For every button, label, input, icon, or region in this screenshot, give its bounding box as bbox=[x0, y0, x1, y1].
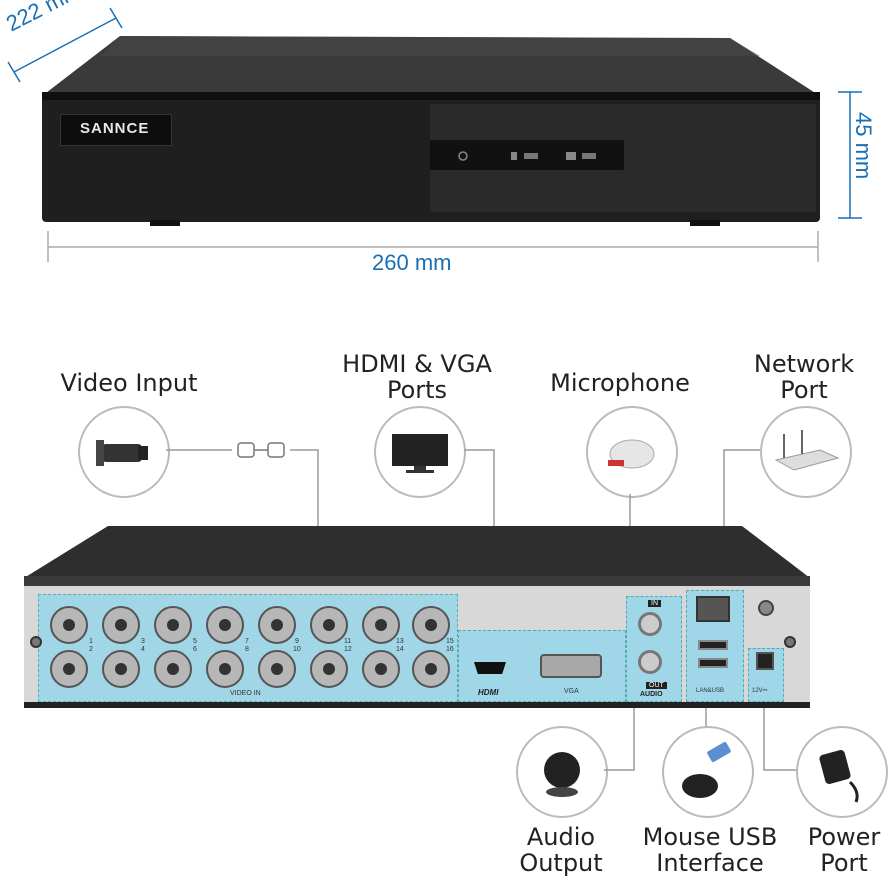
speaker-icon bbox=[516, 726, 608, 818]
audio-text: AUDIO bbox=[640, 691, 663, 698]
bnc-port-4 bbox=[102, 650, 140, 688]
mouse-usb-line1: Mouse USB bbox=[642, 823, 778, 851]
video-in-text: VIDEO IN bbox=[230, 690, 261, 697]
width-label: 260 mm bbox=[372, 250, 452, 275]
bnc-port-6 bbox=[154, 650, 192, 688]
audio-out-jack bbox=[638, 650, 662, 674]
ch-label: 12 bbox=[344, 646, 352, 653]
vga-port bbox=[540, 654, 602, 678]
bnc-port-13 bbox=[362, 606, 400, 644]
mouse-usb-label: Mouse USB Interface bbox=[636, 824, 784, 876]
hdmi-vga-label: HDMI & VGA Ports bbox=[336, 351, 498, 403]
microphone-icon bbox=[586, 406, 678, 498]
network-line1: Network bbox=[753, 350, 855, 378]
ch-label: 11 bbox=[344, 638, 352, 645]
lan-port bbox=[696, 596, 730, 622]
dvr-front-view: SANNCE 222 mm 45 mm 260 mm bbox=[0, 0, 891, 290]
ch-label: 6 bbox=[193, 646, 197, 653]
microphone-label: Microphone bbox=[550, 369, 690, 397]
ch-label: 8 bbox=[245, 646, 249, 653]
hdmi-text: HDMI bbox=[478, 688, 499, 697]
ch-label: 3 bbox=[141, 638, 145, 645]
bnc-port-1 bbox=[50, 606, 88, 644]
bnc-port-9 bbox=[258, 606, 296, 644]
audio-output-line2: Output bbox=[519, 849, 603, 877]
bnc-port-7 bbox=[206, 606, 244, 644]
lan-usb-text: LAN&USB bbox=[696, 688, 725, 694]
audio-out-text: OUT bbox=[646, 682, 667, 689]
left-screw bbox=[30, 636, 42, 648]
monitor-icon bbox=[374, 406, 466, 498]
ch-label: 10 bbox=[293, 646, 301, 653]
usb-port-1 bbox=[698, 640, 728, 650]
ch-label: 14 bbox=[396, 646, 404, 653]
bnc-port-8 bbox=[206, 650, 244, 688]
ch-label: 1 bbox=[89, 638, 93, 645]
hdmi-vga-line2: Ports bbox=[386, 376, 448, 404]
bnc-port-16 bbox=[412, 650, 450, 688]
bnc-port-2 bbox=[50, 650, 88, 688]
bnc-port-15 bbox=[412, 606, 450, 644]
hdmi-port bbox=[474, 662, 506, 674]
bnc-port-10 bbox=[258, 650, 296, 688]
audio-in-text: IN bbox=[648, 600, 661, 607]
router-icon bbox=[760, 406, 852, 498]
dvr-rear-view: 1 2 3 4 5 6 7 8 9 10 11 12 13 14 15 16 V… bbox=[22, 524, 812, 710]
ch-label: 15 bbox=[446, 638, 454, 645]
ch-label: 13 bbox=[396, 638, 404, 645]
hdmi-vga-line1: HDMI & VGA bbox=[342, 350, 492, 378]
right-screw bbox=[784, 636, 796, 648]
power-text: 12V⎓ bbox=[752, 688, 768, 694]
mouse-usb-line2: Interface bbox=[656, 849, 764, 877]
power-jack bbox=[756, 652, 774, 670]
ch-label: 7 bbox=[245, 638, 249, 645]
power-adapter-icon bbox=[796, 726, 888, 818]
ch-label: 9 bbox=[295, 638, 299, 645]
dvr-front-drawing bbox=[7, 7, 862, 262]
vga-text: VGA bbox=[564, 688, 579, 695]
ch-label: 5 bbox=[193, 638, 197, 645]
audio-in-jack bbox=[638, 612, 662, 636]
power-line1: Power bbox=[807, 823, 881, 851]
network-line2: Port bbox=[780, 376, 828, 404]
camera-icon bbox=[78, 406, 170, 498]
bnc-port-12 bbox=[310, 650, 348, 688]
audio-output-label: Audio Output bbox=[506, 824, 616, 876]
network-port-label: Network Port bbox=[744, 351, 864, 403]
power-line2: Port bbox=[820, 849, 868, 877]
bnc-port-11 bbox=[310, 606, 348, 644]
brand-badge bbox=[60, 114, 172, 146]
ch-label: 4 bbox=[141, 646, 145, 653]
ch-label: 16 bbox=[446, 646, 454, 653]
ground-screw bbox=[758, 600, 774, 616]
audio-output-line1: Audio bbox=[526, 823, 596, 851]
ch-label: 2 bbox=[89, 646, 93, 653]
bnc-port-5 bbox=[154, 606, 192, 644]
mouse-usb-icon bbox=[662, 726, 754, 818]
video-input-label: Video Input bbox=[60, 369, 198, 397]
usb-port-2 bbox=[698, 658, 728, 668]
height-label: 45 mm bbox=[851, 112, 876, 180]
bnc-port-14 bbox=[362, 650, 400, 688]
power-port-label: Power Port bbox=[798, 824, 890, 876]
brand-logo: SANNCE bbox=[80, 120, 150, 137]
bnc-port-3 bbox=[102, 606, 140, 644]
